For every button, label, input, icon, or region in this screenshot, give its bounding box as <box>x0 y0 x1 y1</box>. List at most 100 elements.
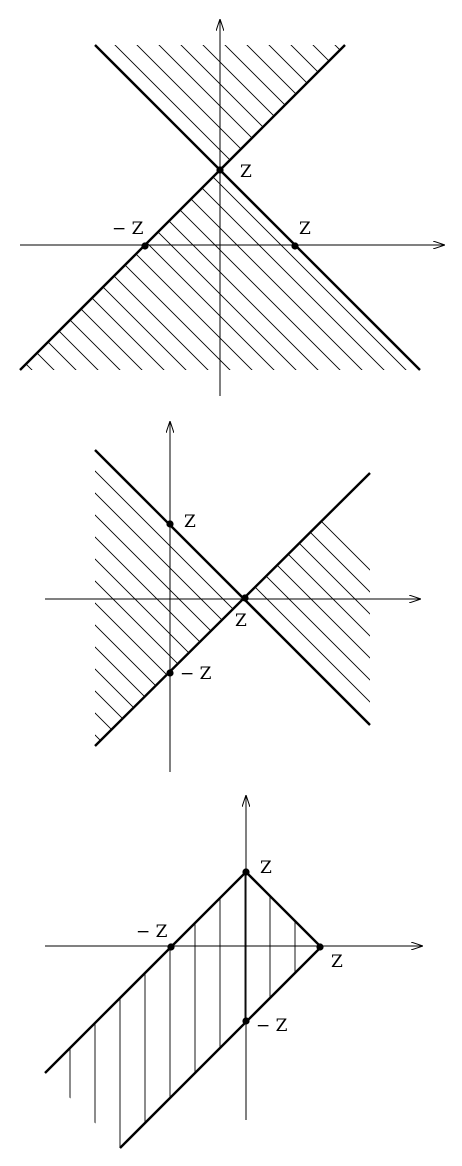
point-positive-x <box>291 242 299 250</box>
label-positive-y: Z <box>240 162 252 182</box>
point-negative-x <box>167 943 175 951</box>
point-positive-y <box>166 520 174 528</box>
hatch-line <box>20 271 420 370</box>
hatch-line <box>20 315 420 370</box>
hatch-line <box>243 473 370 725</box>
hatch-line <box>20 293 420 370</box>
label-negative-y: − Z <box>256 1016 288 1036</box>
hatch-line <box>95 45 345 107</box>
hatch-line <box>243 573 370 725</box>
hatch-line <box>0 0 462 162</box>
hatch-line <box>95 450 243 663</box>
hatch-line <box>95 450 243 746</box>
hatch-line <box>20 227 420 370</box>
hatch-line <box>20 170 420 370</box>
label-negative-x: − Z <box>136 922 168 942</box>
hatch-line <box>95 45 345 129</box>
hatch-line <box>243 473 370 725</box>
hatch-line <box>95 45 345 170</box>
point-positive-y <box>242 868 250 876</box>
hatch-line <box>95 45 345 63</box>
hatch-line <box>20 359 420 370</box>
diagram-bottom: Z − Z Z − Z <box>44 796 422 1149</box>
hatch-line <box>95 83 345 170</box>
hatch-line <box>20 170 420 370</box>
label-positive-x: Z <box>331 952 343 972</box>
hatch-line <box>20 183 420 370</box>
hatch-line <box>95 45 345 170</box>
hatch-line <box>20 170 420 295</box>
label-negative-y: − Z <box>180 664 212 684</box>
hatch-line <box>95 573 243 746</box>
boundary-line-falling <box>94 449 371 726</box>
hatch-line <box>95 45 345 170</box>
hatch-line <box>95 450 243 746</box>
hatch-line <box>95 45 345 85</box>
point-negative-y <box>166 669 174 677</box>
hatch-line <box>95 45 345 170</box>
hatch-line <box>95 507 243 746</box>
hatch-line <box>95 45 345 170</box>
hatch-line <box>95 450 243 729</box>
hatch-line <box>95 595 243 746</box>
hatch-line <box>243 473 370 725</box>
hatch-line <box>95 45 345 170</box>
hatch-line <box>95 639 243 746</box>
hatch-line <box>20 170 420 370</box>
hatch-line <box>95 450 243 746</box>
point-negative-y <box>242 1017 250 1025</box>
label-positive-x: Z <box>235 611 247 631</box>
hatch-line <box>95 45 345 170</box>
hatch-line <box>243 473 370 707</box>
boundary-line-upper-falling <box>245 871 322 948</box>
hatch-line <box>243 473 370 663</box>
hatch-line <box>243 485 370 725</box>
diagram-top: Z − Z Z <box>0 0 462 844</box>
point-positive-x <box>316 943 324 951</box>
hatch-line <box>243 473 370 725</box>
hatch-line <box>20 249 420 370</box>
hatch-line <box>95 463 243 746</box>
hatch-line <box>95 45 345 170</box>
hatch-line <box>20 170 420 251</box>
hatch-line <box>20 170 420 370</box>
hatch-line <box>95 45 345 170</box>
hatch-line <box>95 450 243 746</box>
hatch-line <box>0 382 462 844</box>
boundary-line-falling <box>94 44 421 371</box>
hatch-line <box>95 617 243 746</box>
hatch-line <box>243 661 370 725</box>
hatch-line <box>243 617 370 725</box>
label-positive-x: Z <box>299 219 311 239</box>
hatch-line <box>95 450 243 746</box>
boundary-line-lower-rising <box>119 946 322 1149</box>
hatch-line <box>95 551 243 746</box>
hatch-line <box>243 639 370 725</box>
hatch-line <box>95 45 345 170</box>
hatch-region-lower <box>0 0 462 844</box>
boundary-line-upper-rising <box>44 871 247 1074</box>
hatch-region-upper <box>95 45 345 170</box>
point-negative-x <box>141 242 149 250</box>
hatch-line <box>95 450 243 746</box>
label-negative-x: − Z <box>112 219 144 239</box>
hatch-line <box>20 170 420 207</box>
hatch-line <box>20 170 420 370</box>
hatch-line <box>243 473 370 685</box>
hatch-line <box>20 170 420 185</box>
hatch-line <box>20 170 420 370</box>
hatch-line <box>243 473 370 725</box>
hatch-line <box>20 170 420 370</box>
hatch-line <box>20 170 420 229</box>
hatch-line <box>95 61 345 170</box>
hatch-line <box>243 683 370 725</box>
hatch-line <box>95 45 345 170</box>
point-positive-y <box>216 166 224 174</box>
hatch-line <box>20 170 420 370</box>
hatch-line <box>95 45 345 170</box>
hatch-line <box>95 450 243 685</box>
hatch-line <box>243 551 370 725</box>
hatch-line <box>243 473 370 725</box>
label-positive-y: Z <box>260 858 272 878</box>
